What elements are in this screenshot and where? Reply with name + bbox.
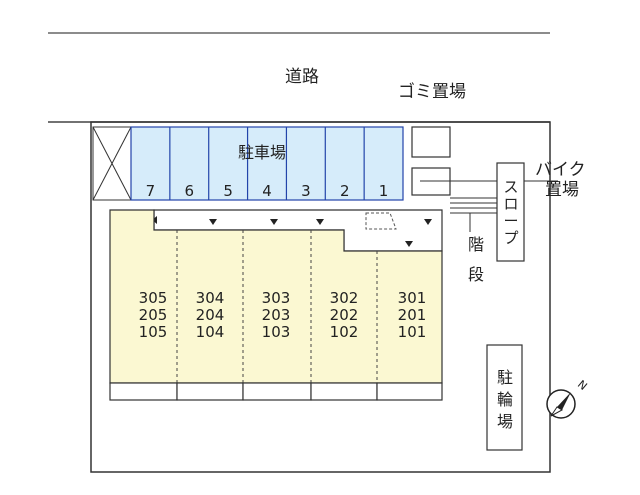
parking-lot	[130, 126, 404, 201]
unit-number: 201	[398, 306, 427, 324]
unit-number: 101	[398, 323, 427, 341]
unit-number: 305	[139, 289, 168, 307]
vertical-char: ス	[503, 178, 518, 196]
bicycle-parking-area	[486, 344, 523, 451]
unit-number: 204	[196, 306, 225, 324]
compass-north-label: N	[575, 378, 590, 393]
vertical-char: ロ	[503, 195, 518, 213]
unit-number: 105	[139, 323, 168, 341]
slope-area	[496, 162, 525, 262]
unit-number: 304	[196, 289, 225, 307]
unused-space-x	[92, 126, 132, 201]
unit-number: 301	[398, 289, 427, 307]
unit-number: 104	[196, 323, 225, 341]
parking-label: 駐車場	[238, 143, 286, 162]
apartment-building	[109, 209, 443, 384]
vertical-char: 輪	[497, 390, 513, 409]
stairs-area	[450, 197, 497, 232]
parking-space-number: 6	[185, 182, 195, 200]
road-label: 道路	[285, 67, 319, 87]
unit-number: 202	[330, 306, 359, 324]
unit-number: 103	[262, 323, 291, 341]
garbage-area	[411, 126, 451, 158]
parking-space-number: 7	[146, 182, 156, 200]
garbage-label: ゴミ置場	[398, 81, 466, 102]
bike-parking-label: バイク 置場	[535, 160, 591, 200]
parking-space-number: 4	[262, 182, 272, 200]
parking-space-number: 1	[379, 182, 389, 200]
bicycle-parking-label: 駐輪場	[497, 368, 513, 431]
vertical-char: 階	[468, 235, 484, 254]
parking-space-number: 5	[223, 182, 233, 200]
unit-number: 303	[262, 289, 291, 307]
vertical-char: 段	[468, 265, 484, 284]
vertical-char: 場	[497, 412, 513, 431]
vertical-char: ー	[503, 212, 518, 230]
vertical-char: 駐	[497, 368, 513, 387]
compass-icon: N	[546, 378, 590, 419]
unit-number: 203	[262, 306, 291, 324]
parking-space-number: 3	[301, 182, 311, 200]
unit-number: 205	[139, 306, 168, 324]
site-boundary	[90, 121, 551, 473]
parking-space-number: 2	[340, 182, 350, 200]
balconies	[109, 382, 443, 401]
vertical-char: プ	[503, 229, 518, 247]
unit-number: 302	[330, 289, 359, 307]
stairs-label: 階段	[468, 235, 484, 284]
unit-number: 102	[330, 323, 359, 341]
